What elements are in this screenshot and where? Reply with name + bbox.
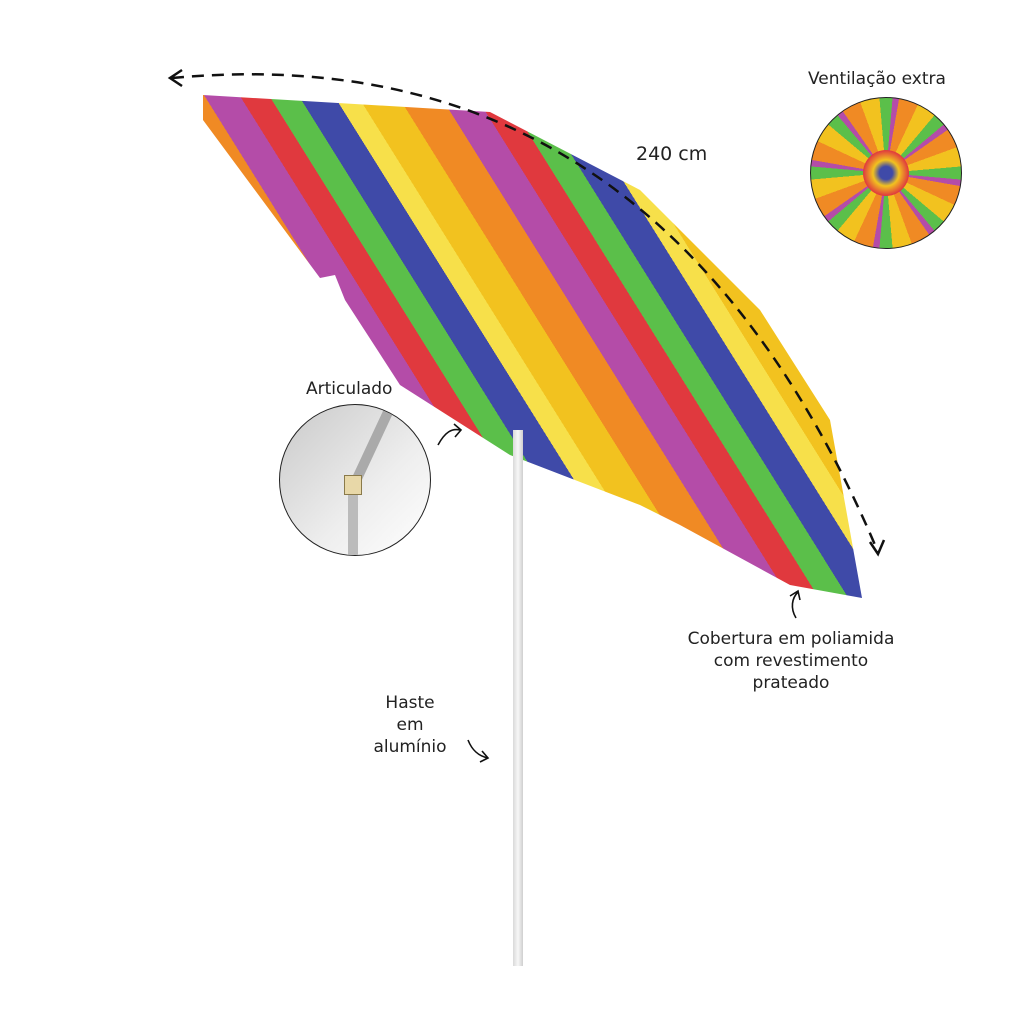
cover-label: Cobertura em poliamida com revestimento … xyxy=(676,628,906,694)
cover-label-line3: prateado xyxy=(752,673,830,693)
joint-detail-image xyxy=(279,404,431,556)
joint-label: Articulado xyxy=(306,379,393,399)
joint-pole-lower xyxy=(348,485,358,555)
pole-arrow xyxy=(467,739,490,763)
joint-hinge xyxy=(344,475,362,495)
arc-arrowhead-left xyxy=(167,68,183,88)
cover-label-line1: Cobertura em poliamida xyxy=(687,629,895,649)
vent-center xyxy=(863,150,909,196)
umbrella-pole xyxy=(513,430,523,966)
width-dashed-arc xyxy=(171,73,880,553)
vent-label: Ventilação extra xyxy=(808,69,946,89)
cover-arrow xyxy=(789,589,801,619)
vent-detail-image xyxy=(810,97,962,249)
pole-label-line1: Haste em xyxy=(385,693,435,735)
joint-arrow xyxy=(437,423,463,446)
arc-arrowhead-right xyxy=(868,539,886,557)
cover-label-line2: com revestimento xyxy=(713,651,869,671)
pole-label: Haste em alumínio xyxy=(370,692,450,758)
pole-label-line2: alumínio xyxy=(373,737,447,757)
width-label: 240 cm xyxy=(636,143,708,165)
joint-pole-upper xyxy=(351,405,399,483)
